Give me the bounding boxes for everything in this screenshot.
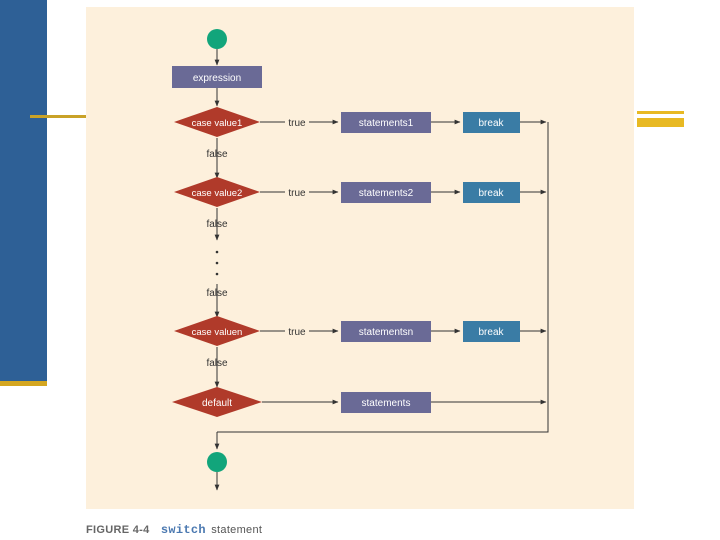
accent-line-right-top (637, 111, 684, 114)
figure-number: FIGURE 4-4 (86, 524, 150, 536)
false-label-n: false (206, 358, 228, 369)
statements-box-2 (341, 182, 431, 203)
true-label-1: true (288, 118, 306, 129)
sidebar-bar (0, 0, 47, 384)
expression-label: expression (193, 73, 241, 84)
false-label-1: false (206, 149, 228, 160)
decision-case-2-label: case value2 (192, 188, 243, 199)
sidebar-accent (0, 381, 47, 386)
statements-box-n (341, 321, 431, 342)
caption-text: statement (211, 524, 263, 536)
figure-caption: FIGURE 4-4 switch statement (86, 523, 262, 537)
break-box-n (463, 321, 520, 342)
break-box-2 (463, 182, 520, 203)
false-label-ellipsis: false (206, 288, 228, 299)
statements-label-1: statements1 (359, 118, 414, 129)
statements-label-n: statementsn (359, 327, 413, 338)
diagram-panel (86, 7, 634, 509)
true-label-2: true (288, 188, 306, 199)
break-label-n: break (478, 327, 504, 338)
connector-lines (214, 49, 549, 491)
break-box-1 (463, 112, 520, 133)
caption-keyword: switch (160, 523, 206, 537)
ellipsis-dots (215, 250, 219, 276)
break-label-2: break (478, 188, 504, 199)
end-node (207, 452, 227, 472)
statements-label-2: statements2 (359, 188, 414, 199)
decision-case-n (174, 316, 260, 346)
statements-box-default (341, 392, 431, 413)
statements-box-1 (341, 112, 431, 133)
accent-line-left (30, 115, 86, 118)
decision-case-n-label: case valuen (192, 327, 243, 338)
true-label-n: true (288, 327, 306, 338)
decision-default-label: default (202, 398, 232, 409)
statements-label-default: statements (362, 398, 411, 409)
accent-line-right-middle (637, 118, 684, 125)
decision-case-1-label: case value1 (192, 118, 243, 129)
accent-line-right-bottom (637, 125, 684, 127)
decision-case-2 (174, 177, 260, 207)
decision-default (172, 387, 262, 417)
break-label-1: break (478, 118, 504, 129)
start-node (207, 29, 227, 49)
expression-box (172, 66, 262, 88)
decision-case-1 (174, 107, 260, 137)
false-label-2: false (206, 219, 228, 230)
